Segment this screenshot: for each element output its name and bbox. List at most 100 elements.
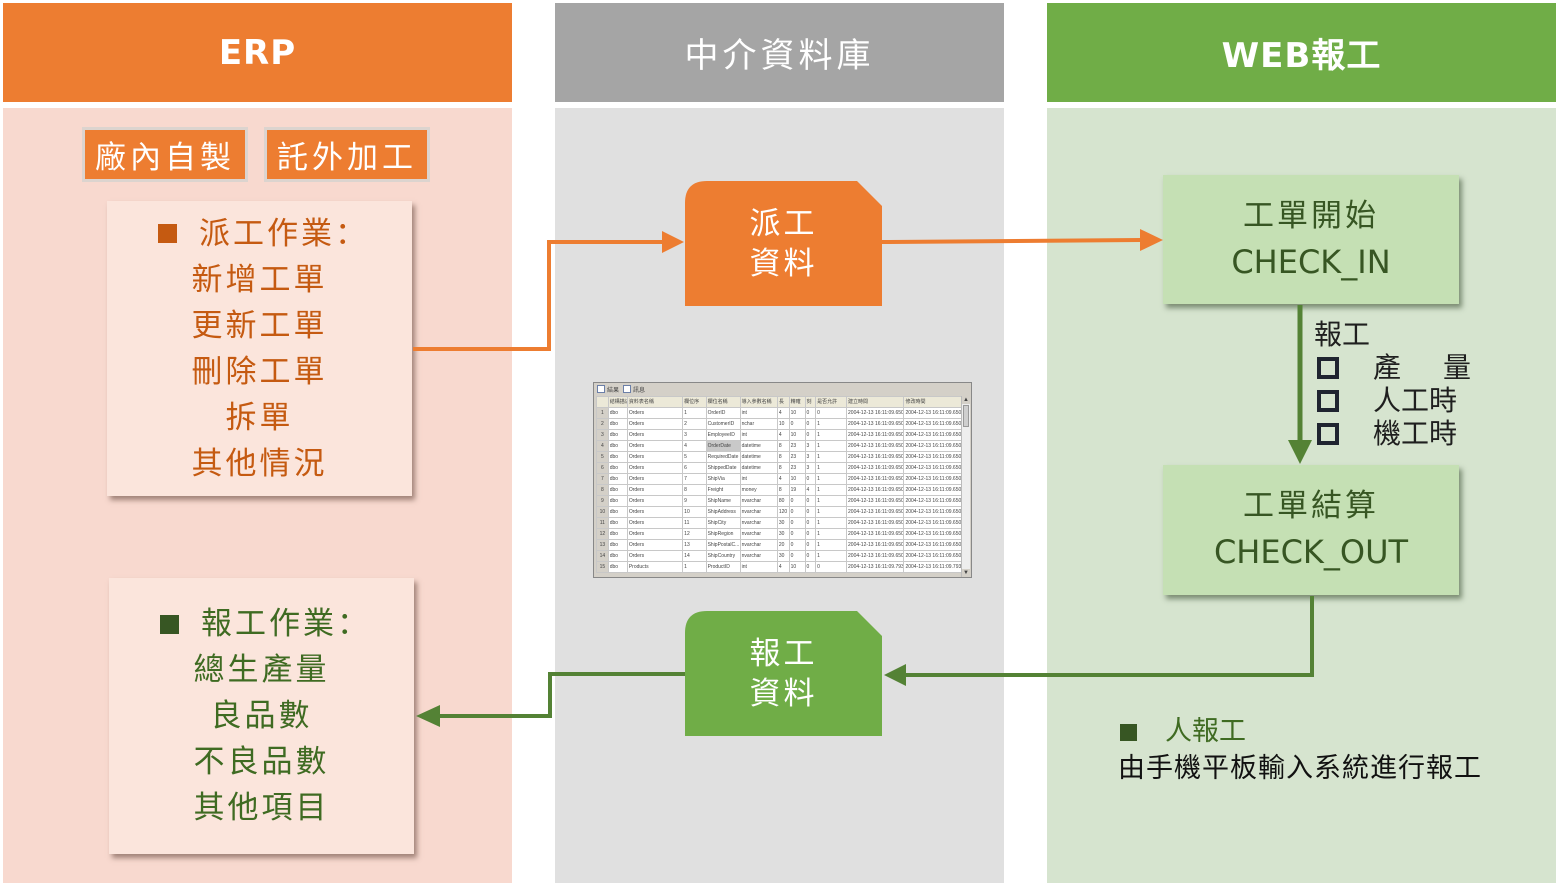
db-cell: 0 [804, 528, 817, 540]
db-cell: Orders [626, 473, 684, 485]
db-row-number: 2 [596, 418, 609, 430]
report-item: 總生產量 [193, 652, 330, 688]
db-cell: Orders [626, 462, 684, 474]
db-cell: 9 [682, 495, 707, 507]
check-out-en: CHECK_OUT [1213, 533, 1409, 571]
scroll-up-icon: ▲ [962, 396, 970, 404]
db-cell: 1 [815, 517, 848, 529]
db-cell: dbo [607, 429, 628, 441]
db-cell: 2004-12-13 16:11:09.650 [846, 451, 905, 463]
db-cell: 1 [815, 495, 848, 507]
db-cell: 2004-12-13 16:11:09.650 [903, 506, 962, 518]
db-cell: Orders [626, 418, 684, 430]
db-cell: 2004-12-13 16:11:09.650 [846, 462, 905, 474]
db-cell: 3 [804, 440, 817, 452]
message-icon [623, 385, 632, 393]
db-header-cell: 修改時間 [903, 396, 962, 408]
db-cell: 1 [815, 451, 848, 463]
db-cell: 1 [682, 561, 707, 573]
db-cell: Orders [626, 429, 684, 441]
db-row-number: 13 [596, 539, 609, 551]
check-in-zh: 工單開始 [1243, 197, 1379, 234]
db-cell: 2004-12-13 16:11:09.650 [903, 473, 962, 485]
db-cell: 1 [682, 407, 707, 419]
db-row-number: 12 [596, 528, 609, 540]
db-cell: datetime [739, 462, 778, 474]
db-cell: 10 [788, 561, 806, 573]
db-cell: 2004-12-13 16:11:09.650 [846, 550, 905, 562]
column-header-erp: ERP [3, 3, 512, 102]
report-list-title: 報工 [1314, 318, 1371, 351]
report-list-item: 產量 [1314, 351, 1513, 384]
report-items-list: 報工 產量 人工時 機工時 [1314, 318, 1513, 450]
manual-report-title: 人報工 [1118, 714, 1482, 750]
db-cell: Orders [626, 495, 684, 507]
db-cell: 23 [788, 462, 806, 474]
db-cell: nvarchar [739, 528, 778, 540]
dispatch-title: 派工作業： [158, 211, 369, 257]
check-out-zh: 工單結算 [1243, 488, 1379, 524]
db-cell: 0 [804, 550, 817, 562]
dispatch-item: 更新工單 [191, 307, 328, 344]
db-cell: dbo [607, 407, 628, 419]
db-cell: ShipVia [705, 473, 741, 485]
db-cell: 2004-12-13 16:11:09.650 [903, 528, 962, 540]
db-cell: ProductID [705, 561, 741, 573]
db-cell: dbo [607, 484, 628, 496]
db-cell: 0 [804, 407, 817, 419]
db-cell: 3 [804, 462, 817, 474]
tag-in-house-production: 廠內自製 [82, 127, 248, 182]
db-cell: ShipAddress [705, 506, 741, 518]
db-row-number: 1 [596, 407, 609, 419]
checkbox-icon [1317, 356, 1339, 379]
db-cell: Orders [626, 550, 684, 562]
grid-icon [597, 385, 605, 393]
db-header-cell: 結構描述 [607, 396, 628, 408]
report-data-line1: 報工 [749, 635, 818, 672]
db-cell: 0 [804, 495, 817, 507]
db-cell: 23 [788, 451, 806, 463]
db-cell: nvarchar [739, 517, 778, 529]
report-data-node: 報工 資料 [685, 611, 882, 736]
manual-report-note: 人報工 由手機平板輸入系統進行報工 [1118, 714, 1482, 788]
db-cell: 8 [682, 484, 707, 496]
tab-messages: 訊息 [623, 385, 645, 394]
db-cell: Orders [626, 407, 684, 419]
db-cell: nchar [739, 418, 778, 430]
db-cell: Orders [626, 506, 684, 518]
db-cell: 30 [776, 550, 790, 562]
report-list-item: 機工時 [1314, 417, 1513, 450]
db-cell: 2004-12-13 16:11:09.650 [846, 539, 905, 551]
report-item: 良品數 [210, 698, 313, 734]
db-cell: 2004-12-13 16:11:09.650 [903, 440, 962, 452]
db-cell: 8 [776, 462, 790, 474]
db-cell: 0 [788, 506, 806, 518]
db-cell: 10 [788, 407, 806, 419]
scroll-down-icon: ▼ [962, 569, 970, 577]
db-cell: nvarchar [739, 539, 778, 551]
db-cell: 3 [682, 429, 707, 441]
db-cell: Products [626, 561, 684, 573]
dispatch-operations-box: 派工作業： 新增工單 更新工單 刪除工單 拆單 其他情況 [107, 201, 412, 496]
db-cell: 4 [804, 484, 817, 496]
check-in-en: CHECK_IN [1231, 242, 1391, 281]
db-cell: 2004-12-13 16:11:09.650 [846, 517, 905, 529]
db-cell: dbo [607, 451, 628, 463]
db-row-number: 15 [596, 561, 609, 573]
db-cell: 1 [815, 550, 848, 562]
db-cell: ShipName [705, 495, 741, 507]
db-cell: 10 [788, 429, 806, 441]
db-cell: 2004-12-13 16:11:09.650 [903, 451, 962, 463]
db-cell: 8 [776, 451, 790, 463]
db-cell: 2004-12-13 16:11:09.650 [846, 484, 905, 496]
